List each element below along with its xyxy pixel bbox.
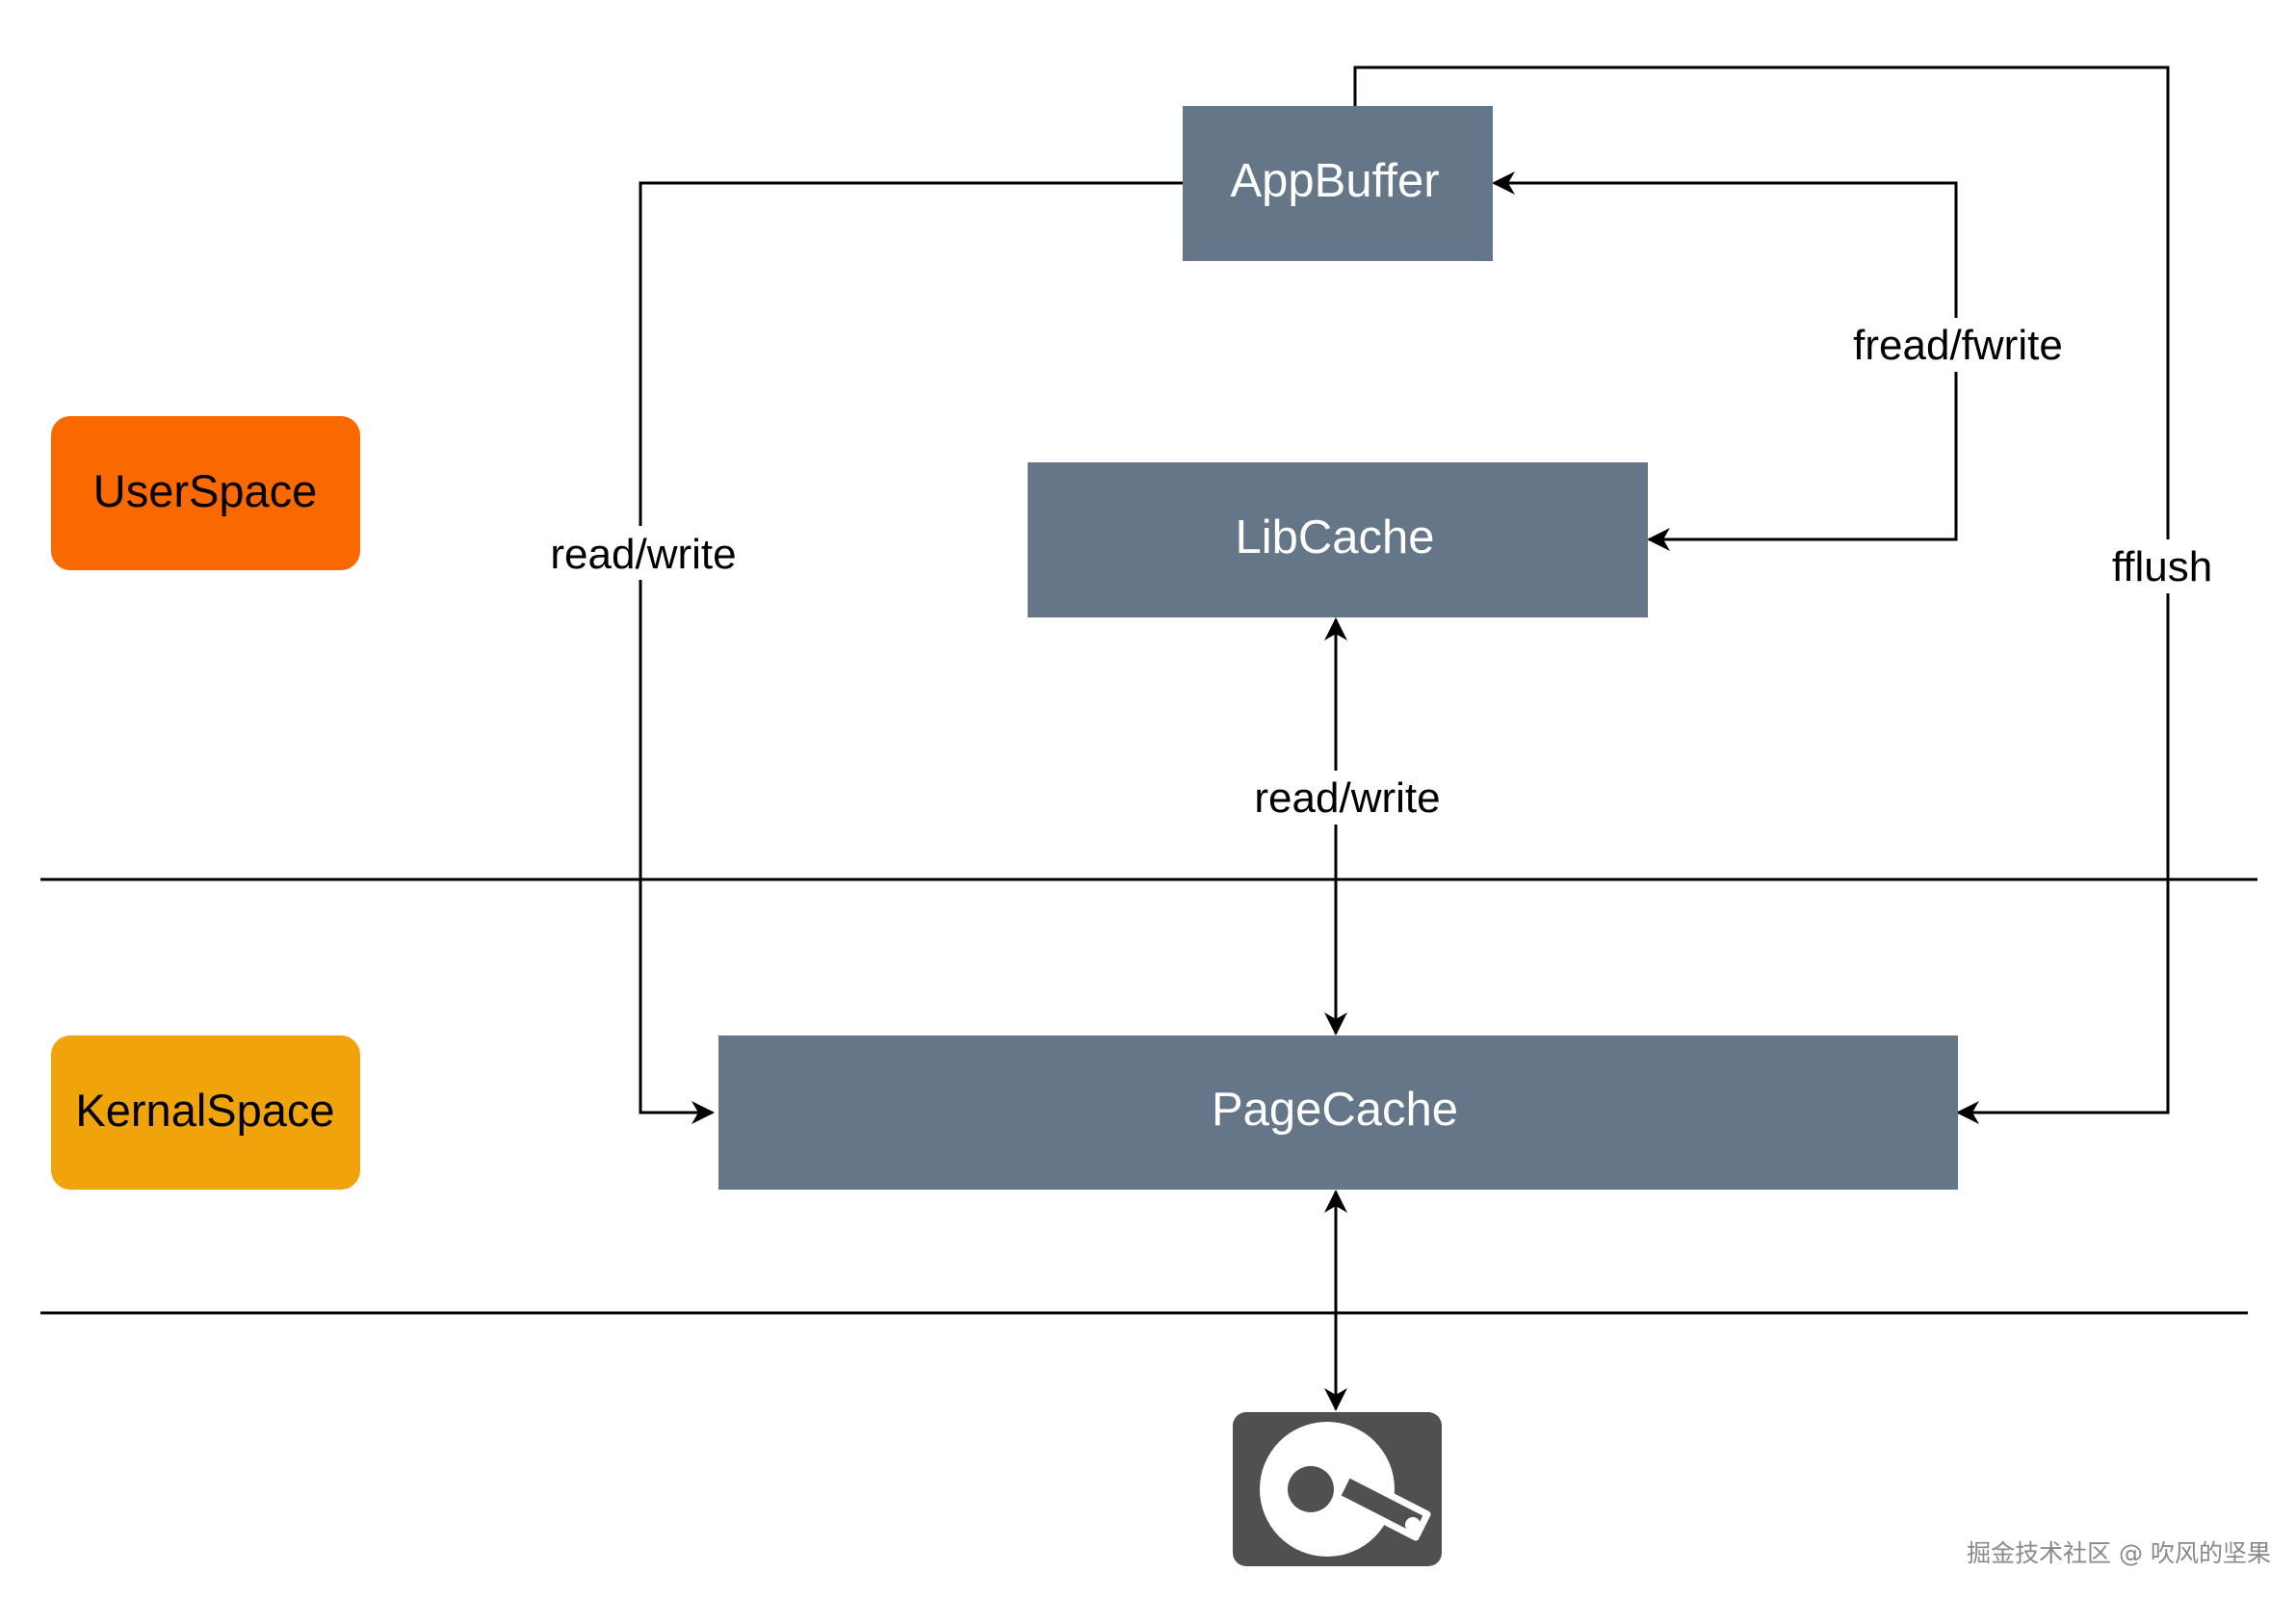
edge-label-app-flush: fflush: [2104, 539, 2230, 593]
svg-text:read/write: read/write: [550, 531, 736, 578]
edge-label-app-to-pagecache: read/write: [544, 526, 737, 580]
edge-app-to-pagecache: [639, 181, 1183, 1124]
svg-text:LibCache: LibCache: [1235, 511, 1434, 564]
svg-text:KernalSpace: KernalSpace: [75, 1085, 334, 1136]
watermark: 掘金技术社区 @ 吹风的坚果: [1967, 1539, 2271, 1567]
svg-text:PageCache: PageCache: [1212, 1084, 1458, 1136]
edge-app-flush: [1353, 66, 2170, 1124]
svg-text:fread/fwrite: fread/fwrite: [1853, 322, 2063, 369]
appbuffer-node: AppBuffer: [1183, 106, 1493, 261]
svg-text:read/write: read/write: [1254, 774, 1440, 822]
svg-text:UserSpace: UserSpace: [93, 465, 318, 516]
hard-disk-icon: [1233, 1412, 1442, 1566]
libcache-node: LibCache: [1028, 462, 1648, 617]
svg-text:fflush: fflush: [2112, 543, 2212, 590]
svg-text:AppBuffer: AppBuffer: [1230, 155, 1439, 207]
edge-label-lib-to-page: read/write: [1247, 771, 1441, 825]
userspace-zone-label: UserSpace: [51, 416, 360, 570]
kernalspace-zone-label: KernalSpace: [51, 1035, 360, 1190]
edge-label-app-to-lib: fread/fwrite: [1847, 318, 2067, 372]
pagecache-node: PageCache: [718, 1035, 1958, 1190]
